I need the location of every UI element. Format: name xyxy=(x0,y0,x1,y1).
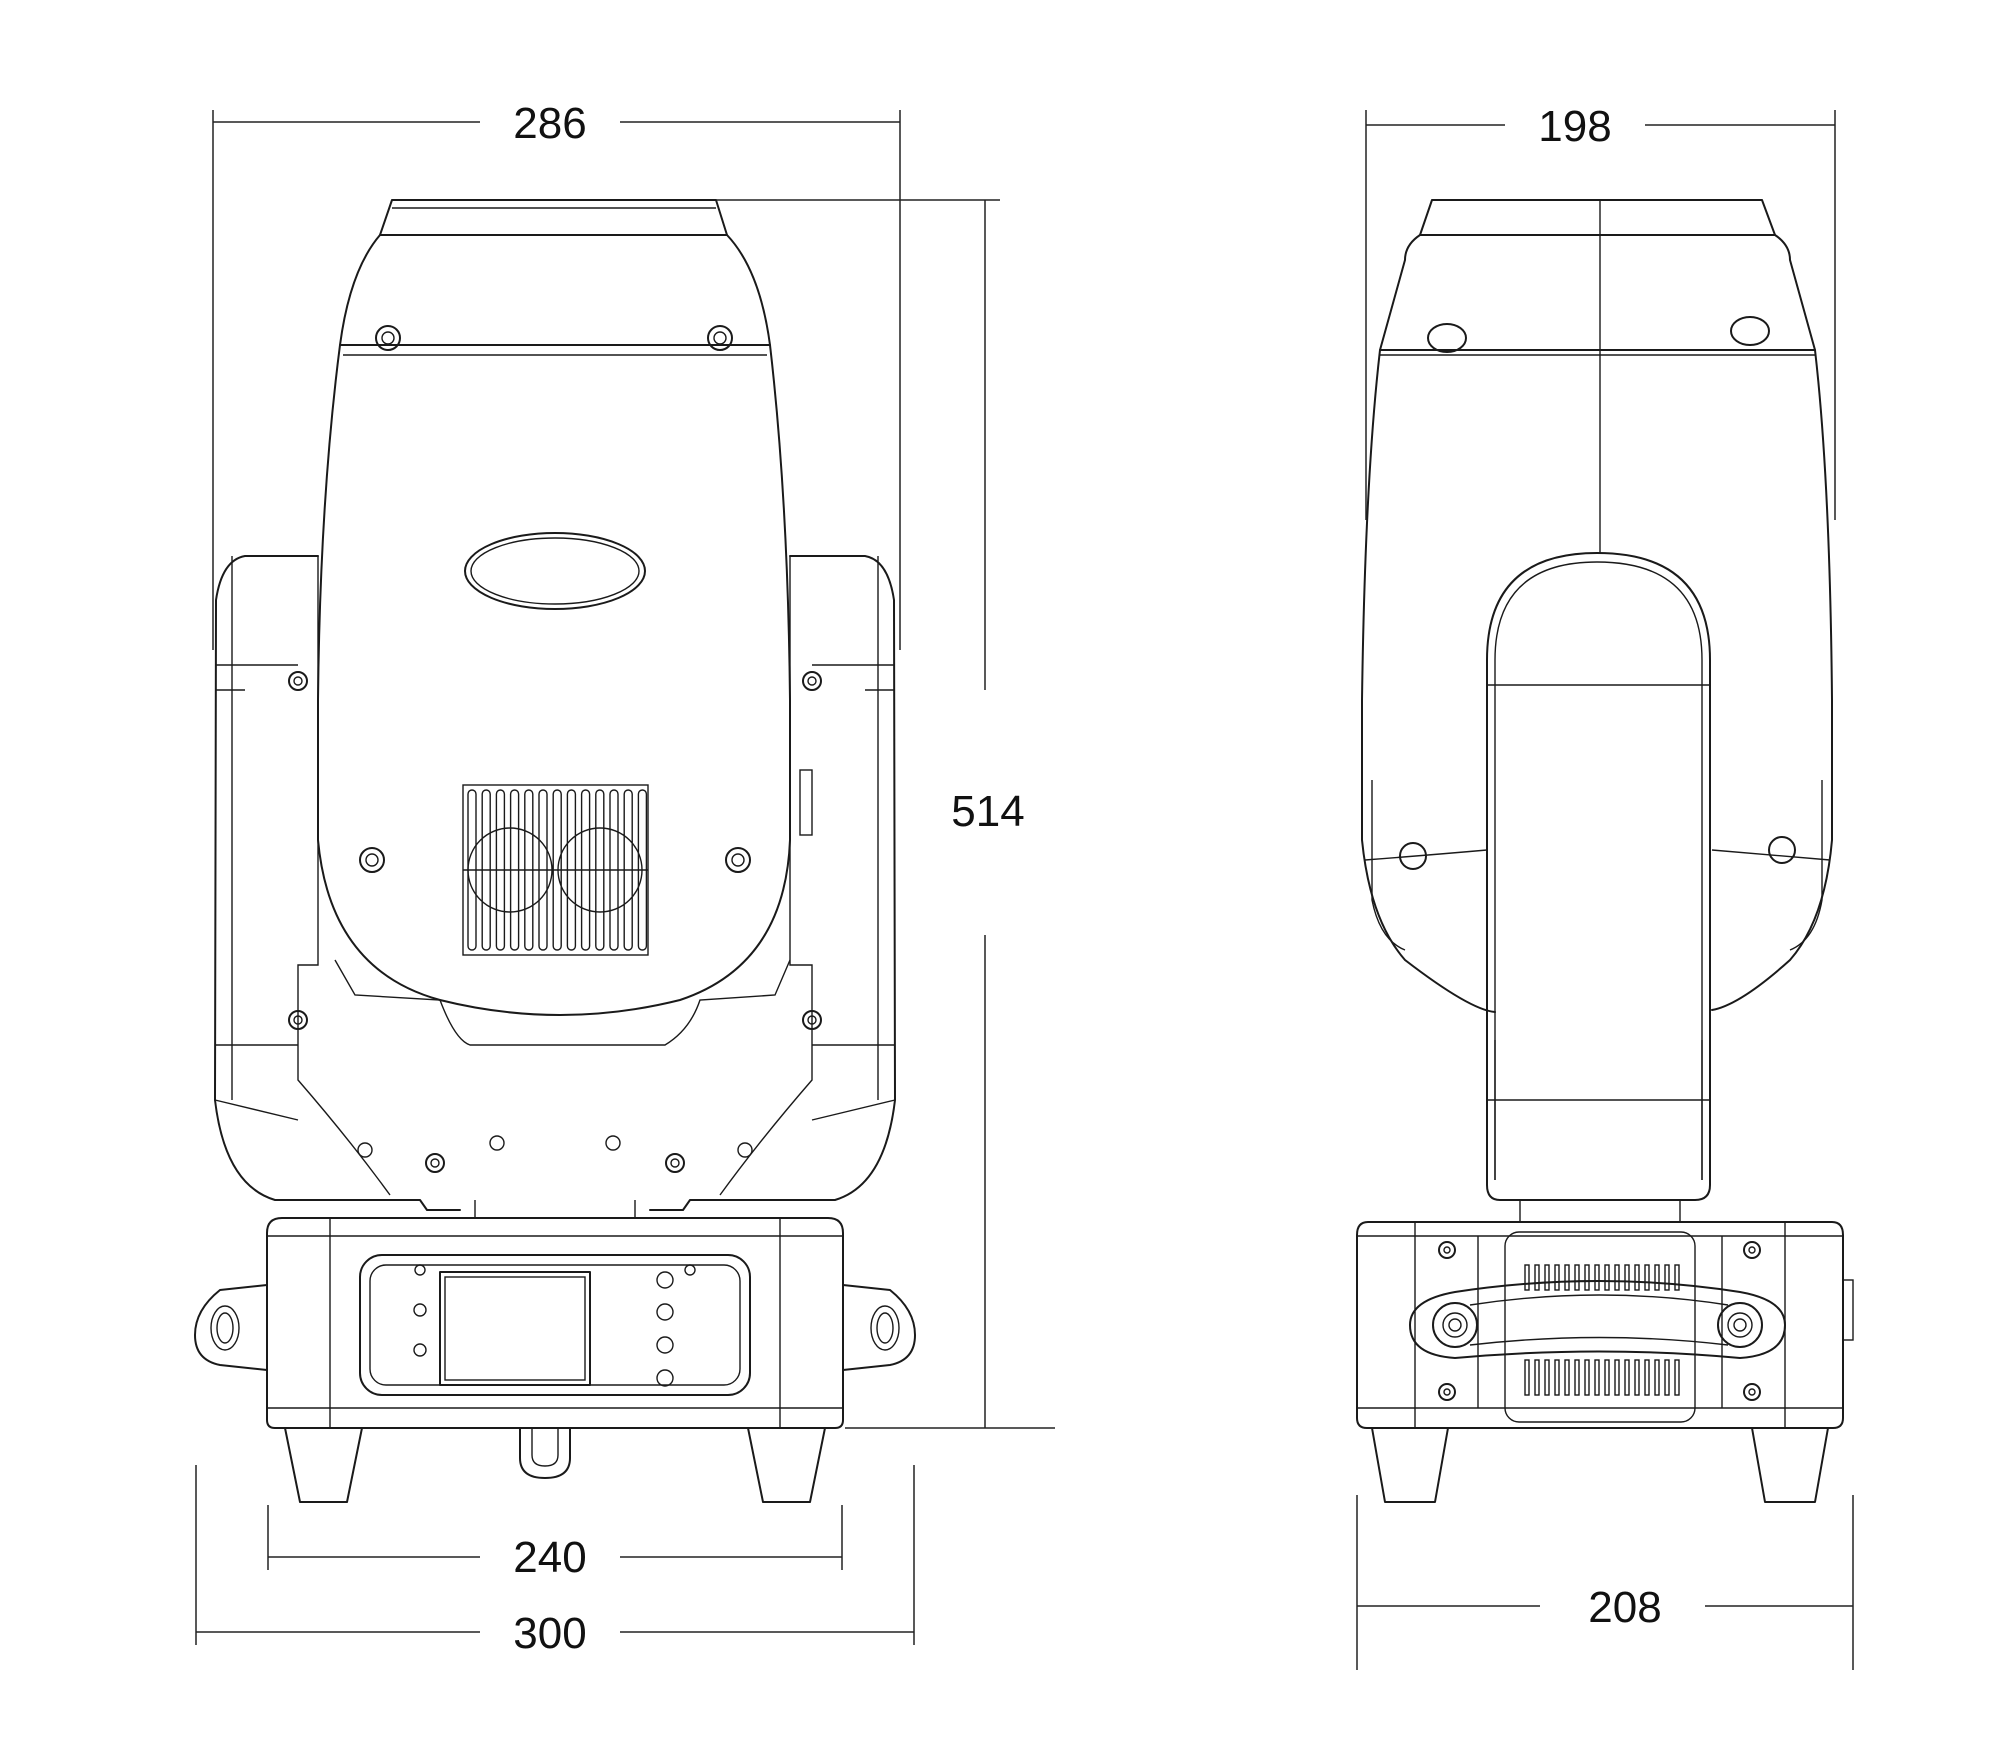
screw-icon xyxy=(1743,1241,1761,1259)
vent-slat xyxy=(609,789,619,951)
vent-slat xyxy=(1534,1264,1540,1291)
carry-handle xyxy=(1409,1280,1786,1359)
vent-slat xyxy=(637,789,648,951)
button-icon xyxy=(656,1336,674,1354)
button-icon xyxy=(413,1343,427,1357)
vent-slat xyxy=(1634,1359,1640,1396)
vent-slat xyxy=(1564,1264,1570,1291)
vent-slat xyxy=(595,789,605,951)
screw-icon xyxy=(707,325,733,351)
vent-slat xyxy=(1614,1359,1620,1396)
vent-slat xyxy=(1654,1264,1660,1291)
vent-slat xyxy=(1584,1359,1590,1396)
control-panel xyxy=(359,1254,751,1396)
vent-slat xyxy=(623,789,633,951)
vent-slat xyxy=(1644,1264,1650,1291)
vent-slat xyxy=(1664,1264,1670,1291)
screw-icon xyxy=(288,671,308,691)
screw-icon xyxy=(1743,1383,1761,1401)
screw-icon xyxy=(802,1010,822,1030)
vent-slat xyxy=(1624,1359,1630,1396)
vent-slat xyxy=(1664,1359,1670,1396)
button-icon xyxy=(414,1264,426,1276)
dim-front-width-top: 286 xyxy=(513,99,586,148)
dim-side-width-top: 198 xyxy=(1538,102,1611,151)
dim-side-base-width: 208 xyxy=(1588,1583,1661,1632)
logo-oval xyxy=(464,532,646,610)
handle-right xyxy=(842,1284,916,1371)
vent-slat xyxy=(566,789,577,951)
vent-slat xyxy=(1594,1264,1600,1291)
screw-icon xyxy=(665,1153,685,1173)
button-icon xyxy=(413,1303,427,1317)
vent-slat xyxy=(1544,1264,1550,1291)
vent-slat xyxy=(495,789,506,951)
screw-icon xyxy=(1438,1241,1456,1259)
vent-slat xyxy=(1604,1359,1610,1396)
vent-slat xyxy=(1524,1359,1530,1396)
vent-slat xyxy=(552,789,562,951)
vent-slat xyxy=(1524,1264,1530,1291)
button-icon xyxy=(656,1271,674,1289)
vent-slat xyxy=(1594,1359,1600,1396)
screw-icon xyxy=(359,847,385,873)
vent-slat xyxy=(1574,1264,1580,1291)
vent-slat xyxy=(1574,1359,1580,1396)
dimension-lines xyxy=(195,110,1854,1670)
vent-slat xyxy=(1554,1264,1560,1291)
dim-overall-width: 300 xyxy=(513,1609,586,1658)
vent-slat xyxy=(1634,1264,1640,1291)
vent-slat xyxy=(1654,1359,1660,1396)
vent-slat xyxy=(538,789,548,951)
fan-grille xyxy=(462,784,649,956)
vent-slat xyxy=(1624,1264,1630,1291)
vent-slat xyxy=(1604,1264,1610,1291)
button-icon xyxy=(656,1303,674,1321)
screw-icon xyxy=(288,1010,308,1030)
vent-slat xyxy=(1564,1359,1570,1396)
dim-base-width: 240 xyxy=(513,1533,586,1582)
screw-icon xyxy=(375,325,401,351)
vent-slat xyxy=(1554,1359,1560,1396)
vent-slat xyxy=(1584,1264,1590,1291)
vent-slat xyxy=(1614,1264,1620,1291)
front-view xyxy=(194,199,916,1503)
vent-slat xyxy=(1674,1264,1680,1291)
handle-left xyxy=(194,1284,268,1371)
vent-slat xyxy=(1534,1359,1540,1396)
vent-slat xyxy=(481,789,491,951)
vent-slat xyxy=(509,789,520,951)
screw-icon xyxy=(1438,1383,1456,1401)
dim-overall-height: 514 xyxy=(951,787,1024,836)
side-view xyxy=(1356,199,1854,1503)
vent-slat xyxy=(524,789,534,951)
vent-slat xyxy=(467,789,477,951)
screw-icon xyxy=(425,1153,445,1173)
button-icon xyxy=(656,1369,674,1387)
vent-slat xyxy=(1644,1359,1650,1396)
lcd-screen xyxy=(439,1271,591,1386)
vent-slat xyxy=(1674,1359,1680,1396)
screw-icon xyxy=(725,847,751,873)
screw-icon xyxy=(802,671,822,691)
vent-slat xyxy=(580,789,591,951)
vent-slat xyxy=(1544,1359,1550,1396)
